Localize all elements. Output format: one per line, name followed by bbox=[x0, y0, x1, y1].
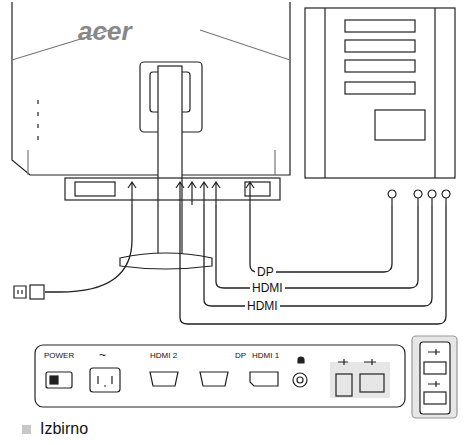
port-label: ~ bbox=[99, 349, 106, 361]
audio-jack bbox=[293, 373, 307, 387]
port-label: HDMI 1 bbox=[252, 352, 279, 360]
stand-base bbox=[120, 253, 212, 269]
monitor-port-area bbox=[65, 178, 280, 200]
usb-b-port bbox=[336, 374, 352, 396]
power-switch bbox=[46, 372, 72, 388]
usb-a-port bbox=[424, 362, 446, 374]
port-label: DP bbox=[235, 352, 246, 360]
usb-a-port bbox=[360, 374, 384, 392]
hdmi-port bbox=[150, 372, 178, 386]
ac-inlet bbox=[90, 368, 120, 392]
monitor-back bbox=[12, 2, 290, 175]
power-plug bbox=[30, 285, 44, 299]
usb-a-port bbox=[424, 392, 446, 404]
cable-label: HDMI bbox=[250, 282, 285, 294]
port-arrows bbox=[128, 182, 254, 205]
pc-connectors bbox=[388, 190, 450, 206]
port-panel bbox=[35, 345, 405, 407]
legend-text: Izbirno bbox=[40, 421, 88, 437]
pc-tower bbox=[305, 8, 455, 178]
hdmi-port bbox=[200, 372, 228, 386]
cable-label: HDMI bbox=[245, 300, 280, 312]
brand-logo: acer bbox=[78, 18, 132, 44]
dp-port bbox=[250, 372, 278, 386]
power-cable bbox=[45, 205, 132, 292]
cable-label: DP bbox=[255, 266, 276, 278]
port-label: HDMI 2 bbox=[150, 352, 177, 360]
legend-swatch bbox=[22, 425, 31, 434]
port-label: POWER bbox=[44, 352, 74, 360]
cables bbox=[45, 205, 446, 324]
